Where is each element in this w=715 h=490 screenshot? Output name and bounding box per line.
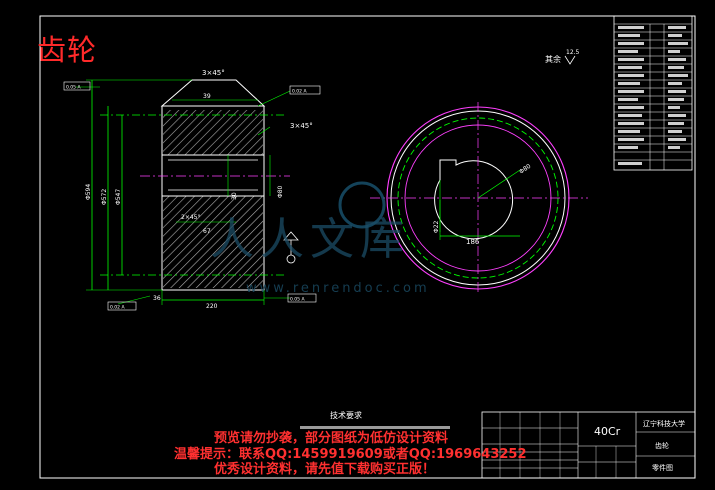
drawing-border xyxy=(39,15,696,479)
watermark-site: www.renrendoc.com xyxy=(246,281,430,296)
dim-chamfer-inner: 2×45° xyxy=(181,214,200,221)
drawing-title-label: 齿轮 xyxy=(37,33,98,67)
dim-bore-circle: Φ80 xyxy=(518,163,532,176)
dim-keyway-depth: 186 xyxy=(466,238,480,246)
title-material: 40Cr xyxy=(594,425,621,438)
dim-30: 30 xyxy=(231,192,238,200)
tolerance-frame-1: 0.05 A xyxy=(66,85,81,91)
title-block xyxy=(481,411,696,479)
roughness-value: 12.5 xyxy=(566,49,580,56)
dim-width-bottom: 220 xyxy=(206,303,218,310)
tolerance-frame-3: 0.02 A xyxy=(110,305,125,311)
tolerance-frame-4: 0.05 A xyxy=(290,297,305,303)
dim-dia-pitch: Φ572 xyxy=(101,189,108,205)
title-drawing-name: 齿轮 xyxy=(655,441,669,450)
dim-36: 36 xyxy=(153,295,161,302)
gear-section-view xyxy=(63,79,321,311)
hatch-bottom xyxy=(163,196,263,288)
dim-keyway-width: Φ22 xyxy=(433,220,440,233)
dim-chamfer-top: 3×45° xyxy=(202,69,225,77)
tech-requirements-line xyxy=(300,426,450,429)
watermark-brand: 人人文库 xyxy=(210,214,410,265)
roughness-note: 其余 xyxy=(545,54,561,64)
dim-dia-outer: Φ594 xyxy=(85,184,92,200)
hatch-top xyxy=(163,110,263,155)
notice-line-1: 预览请勿抄袭，部分图纸为低仿设计资料 xyxy=(214,431,449,446)
dim-width-top: 39 xyxy=(203,93,211,100)
gear-front-view xyxy=(370,102,588,294)
dim-dia-root: Φ547 xyxy=(115,189,122,205)
tech-requirements-title: 技术要求 xyxy=(330,410,362,420)
parameter-table xyxy=(613,15,693,171)
tolerance-frame-2: 0.02 A xyxy=(292,89,307,95)
watermark-logo xyxy=(338,181,386,229)
notice-line-2: 温馨提示：联系QQ:1459919609或者QQ:1969643252 xyxy=(174,447,527,462)
title-school: 辽宁科技大学 xyxy=(643,419,685,428)
roughness-symbol xyxy=(564,55,576,65)
dim-bore-d: Φ80 xyxy=(277,185,284,198)
title-part-type: 零件图 xyxy=(652,463,673,472)
notice-line-3: 优秀设计资料，请先值下载购买正版！ xyxy=(214,462,436,477)
dim-67: 67 xyxy=(203,228,211,235)
parameter-table-cells xyxy=(618,26,688,165)
dim-chamfer-right: 3×45° xyxy=(290,122,313,130)
